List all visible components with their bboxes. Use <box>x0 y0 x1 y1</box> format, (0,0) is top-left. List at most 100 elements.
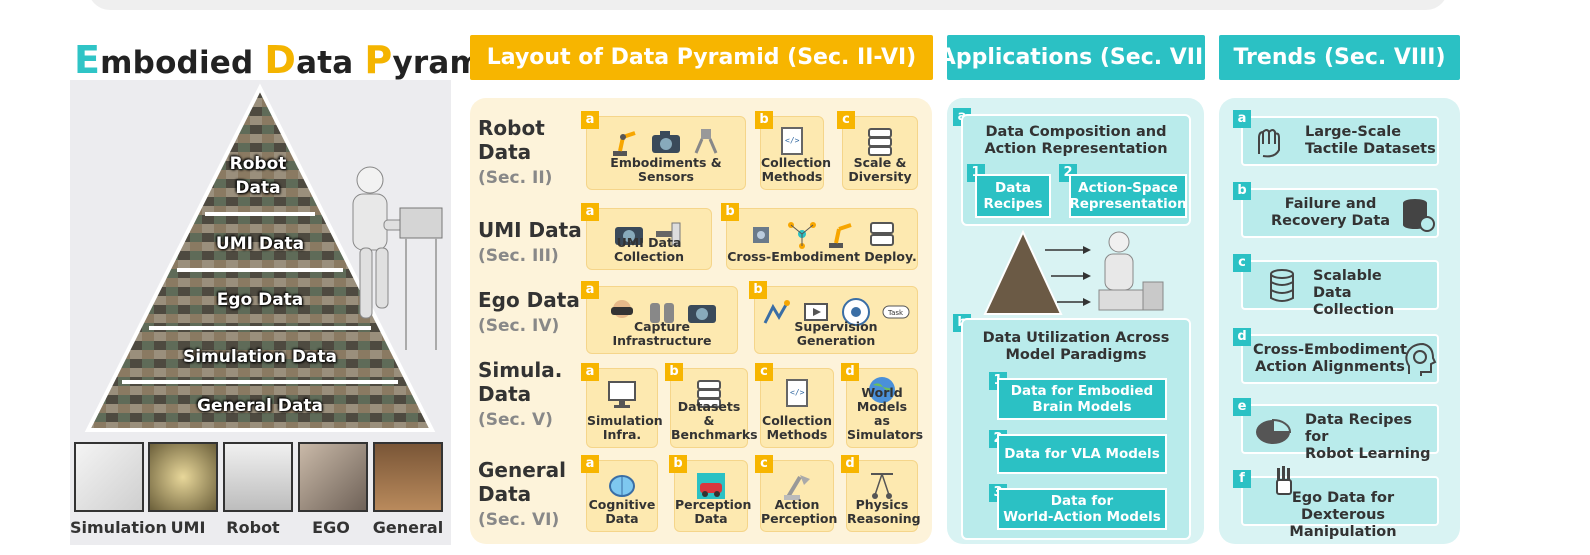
mini-pyramid-robot-illustration <box>983 229 1164 315</box>
robot-arm-icon <box>613 131 636 156</box>
pyramid-body <box>84 83 436 432</box>
layer-robot-data: Robot Data <box>229 154 287 198</box>
trend-data-recipes: e Data Recipes for Robot Learning <box>1233 398 1439 462</box>
vla-models-button[interactable]: Data for VLA Models <box>997 434 1167 474</box>
thumbnail-strip <box>74 442 450 512</box>
handheld-gripper-icon <box>656 222 681 246</box>
excavator-icon <box>784 475 810 500</box>
app-b-title: Data Utilization Across Model Paradigms <box>982 330 1170 363</box>
card-datasets-benchmarks: b Datasets & Benchmarks <box>665 363 758 448</box>
pyramid-panel: Robot Data UMI Data Ego Data Simulation … <box>70 80 451 545</box>
globe-icon <box>869 377 895 403</box>
title-cap-p: P <box>364 38 393 82</box>
code-document-icon: </> <box>781 127 803 155</box>
code-document-icon: </> <box>786 379 808 407</box>
layer-ego-data: Ego Data <box>216 290 304 310</box>
title-rest-1: mbodied <box>100 45 265 81</box>
network-icon <box>788 222 816 249</box>
title-cap-d: D <box>264 38 297 82</box>
thumb-simulation <box>74 442 144 512</box>
umi-device-icon <box>753 227 769 243</box>
humanoid-robot-icon <box>352 166 443 350</box>
gripper-icon <box>694 129 718 154</box>
thumb-label-umi: UMI <box>170 518 206 537</box>
card-scale-diversity: c Scale & Diversity <box>837 111 918 190</box>
top-banner-edge <box>88 0 1448 10</box>
vr-headset-icon <box>611 300 633 318</box>
card-cognitive-data: a Cognitive Data <box>581 455 658 532</box>
layout-panel: Robot Data(Sec. II) a Embodiments & Sens… <box>470 98 932 544</box>
pyramid-graphic <box>84 83 443 432</box>
mini-pyramid-icon <box>983 229 1063 315</box>
card-action-perception: c Action Perception <box>755 455 837 532</box>
card-cross-embodiment-deploy: b Cross-Embodiment Deploy. <box>721 203 918 270</box>
car-icon <box>697 473 725 499</box>
hub-icon <box>842 298 870 326</box>
hand-pose-icon <box>763 300 790 324</box>
card-supervision-generation: b Task Supervision Generation <box>749 281 918 354</box>
title-cap-e: E <box>74 38 101 82</box>
trends-panel: a Large-Scale Tactile Datasets b Failure… <box>1219 98 1460 544</box>
tactile-hand-icon <box>1258 129 1280 158</box>
database-icon <box>870 222 894 246</box>
svg-text:</>: </> <box>790 388 805 397</box>
trend-tactile-datasets: a Large-Scale Tactile Datasets <box>1233 110 1439 166</box>
brain-gear-icon <box>1405 342 1437 376</box>
reading-robot-icon <box>1098 231 1164 311</box>
trend-ego-dexterous: f Ego Data for Dexterous Manipulation <box>1233 466 1439 540</box>
robot-hand-icon <box>1276 466 1292 495</box>
card-simulation-infra: a Simulation Infra. <box>581 363 663 448</box>
thumb-label-simulation: Simulation <box>70 518 167 537</box>
camera-icon <box>615 227 643 245</box>
layer-simulation-data: Simulation Data <box>182 347 338 367</box>
thumb-robot <box>223 442 293 512</box>
row-label-general: General Data(Sec. VI) <box>478 458 566 530</box>
trend-cross-embodiment: d Cross-Embodiment Action Alignments <box>1233 328 1439 384</box>
layer-umi-data: UMI Data <box>215 234 305 254</box>
app-data-utilization: Data Utilization Across Model Paradigms … <box>961 318 1191 540</box>
card-umi-data-collection: a UMI Data Collection <box>581 203 712 270</box>
row-label-simulation: Simula. Data(Sec. V) <box>478 358 563 430</box>
task-tag-icon: Task <box>882 305 910 319</box>
row-label-ego: Ego Data(Sec. IV) <box>478 288 580 336</box>
thumb-label-ego: EGO <box>312 518 350 537</box>
card-collection-methods-sim: c </> Collection Methods <box>755 363 834 448</box>
pie-chart-icon <box>1256 418 1292 444</box>
layer-general-data: General Data <box>197 396 323 416</box>
thumb-ego <box>298 442 368 512</box>
title-rest-2: ata <box>296 45 365 81</box>
database-icon <box>697 380 721 408</box>
thumb-label-general: General <box>372 518 444 537</box>
svg-text:Task: Task <box>887 309 904 317</box>
card-world-models: d World Models as Simulators <box>841 363 923 448</box>
database-icon <box>868 128 892 156</box>
data-recipes-button[interactable]: Data Recipes <box>975 174 1051 218</box>
trend-failure-recovery: b Failure and Recovery Data <box>1233 182 1439 238</box>
card-perception-data: b Perception Data <box>669 455 751 532</box>
database-refresh-icon <box>1403 199 1435 232</box>
card-capture-infrastructure: a Capture Infrastructure <box>581 281 738 354</box>
header-applications: Applications (Sec. VII) <box>939 35 1213 80</box>
camera-icon <box>652 131 680 153</box>
row-label-robot: Robot Data(Sec. II) <box>478 116 553 188</box>
robot-arm-icon <box>829 223 852 248</box>
pendulum-icon <box>871 473 893 499</box>
thumb-umi <box>148 442 218 512</box>
monitor-icon <box>608 381 636 408</box>
svg-text:</>: </> <box>785 136 800 145</box>
card-collection-methods-robot: b </> Collection Methods <box>755 111 831 190</box>
applications-panel: a Data Composition and Action Representa… <box>947 98 1204 544</box>
camera-icon <box>688 305 716 323</box>
brain-icon <box>609 475 635 497</box>
row-label-umi: UMI Data(Sec. III) <box>478 218 582 266</box>
video-icon <box>804 303 828 321</box>
gloves-icon <box>650 303 674 323</box>
embodied-brain-models-button[interactable]: Data for Embodied Brain Models <box>997 378 1167 420</box>
app-a-title: Data Composition and Action Representati… <box>984 124 1168 157</box>
world-action-models-button[interactable]: Data for World-Action Models <box>997 488 1167 530</box>
trend-scalable-collection: c Scalable Data Collection <box>1233 254 1439 318</box>
header-trends: Trends (Sec. VIII) <box>1219 35 1460 80</box>
app-data-composition: Data Composition and Action Representati… <box>961 114 1191 226</box>
action-space-representation-button[interactable]: Action-Space Representation <box>1069 174 1187 218</box>
header-layout: Layout of Data Pyramid (Sec. II-VI) <box>470 35 933 80</box>
